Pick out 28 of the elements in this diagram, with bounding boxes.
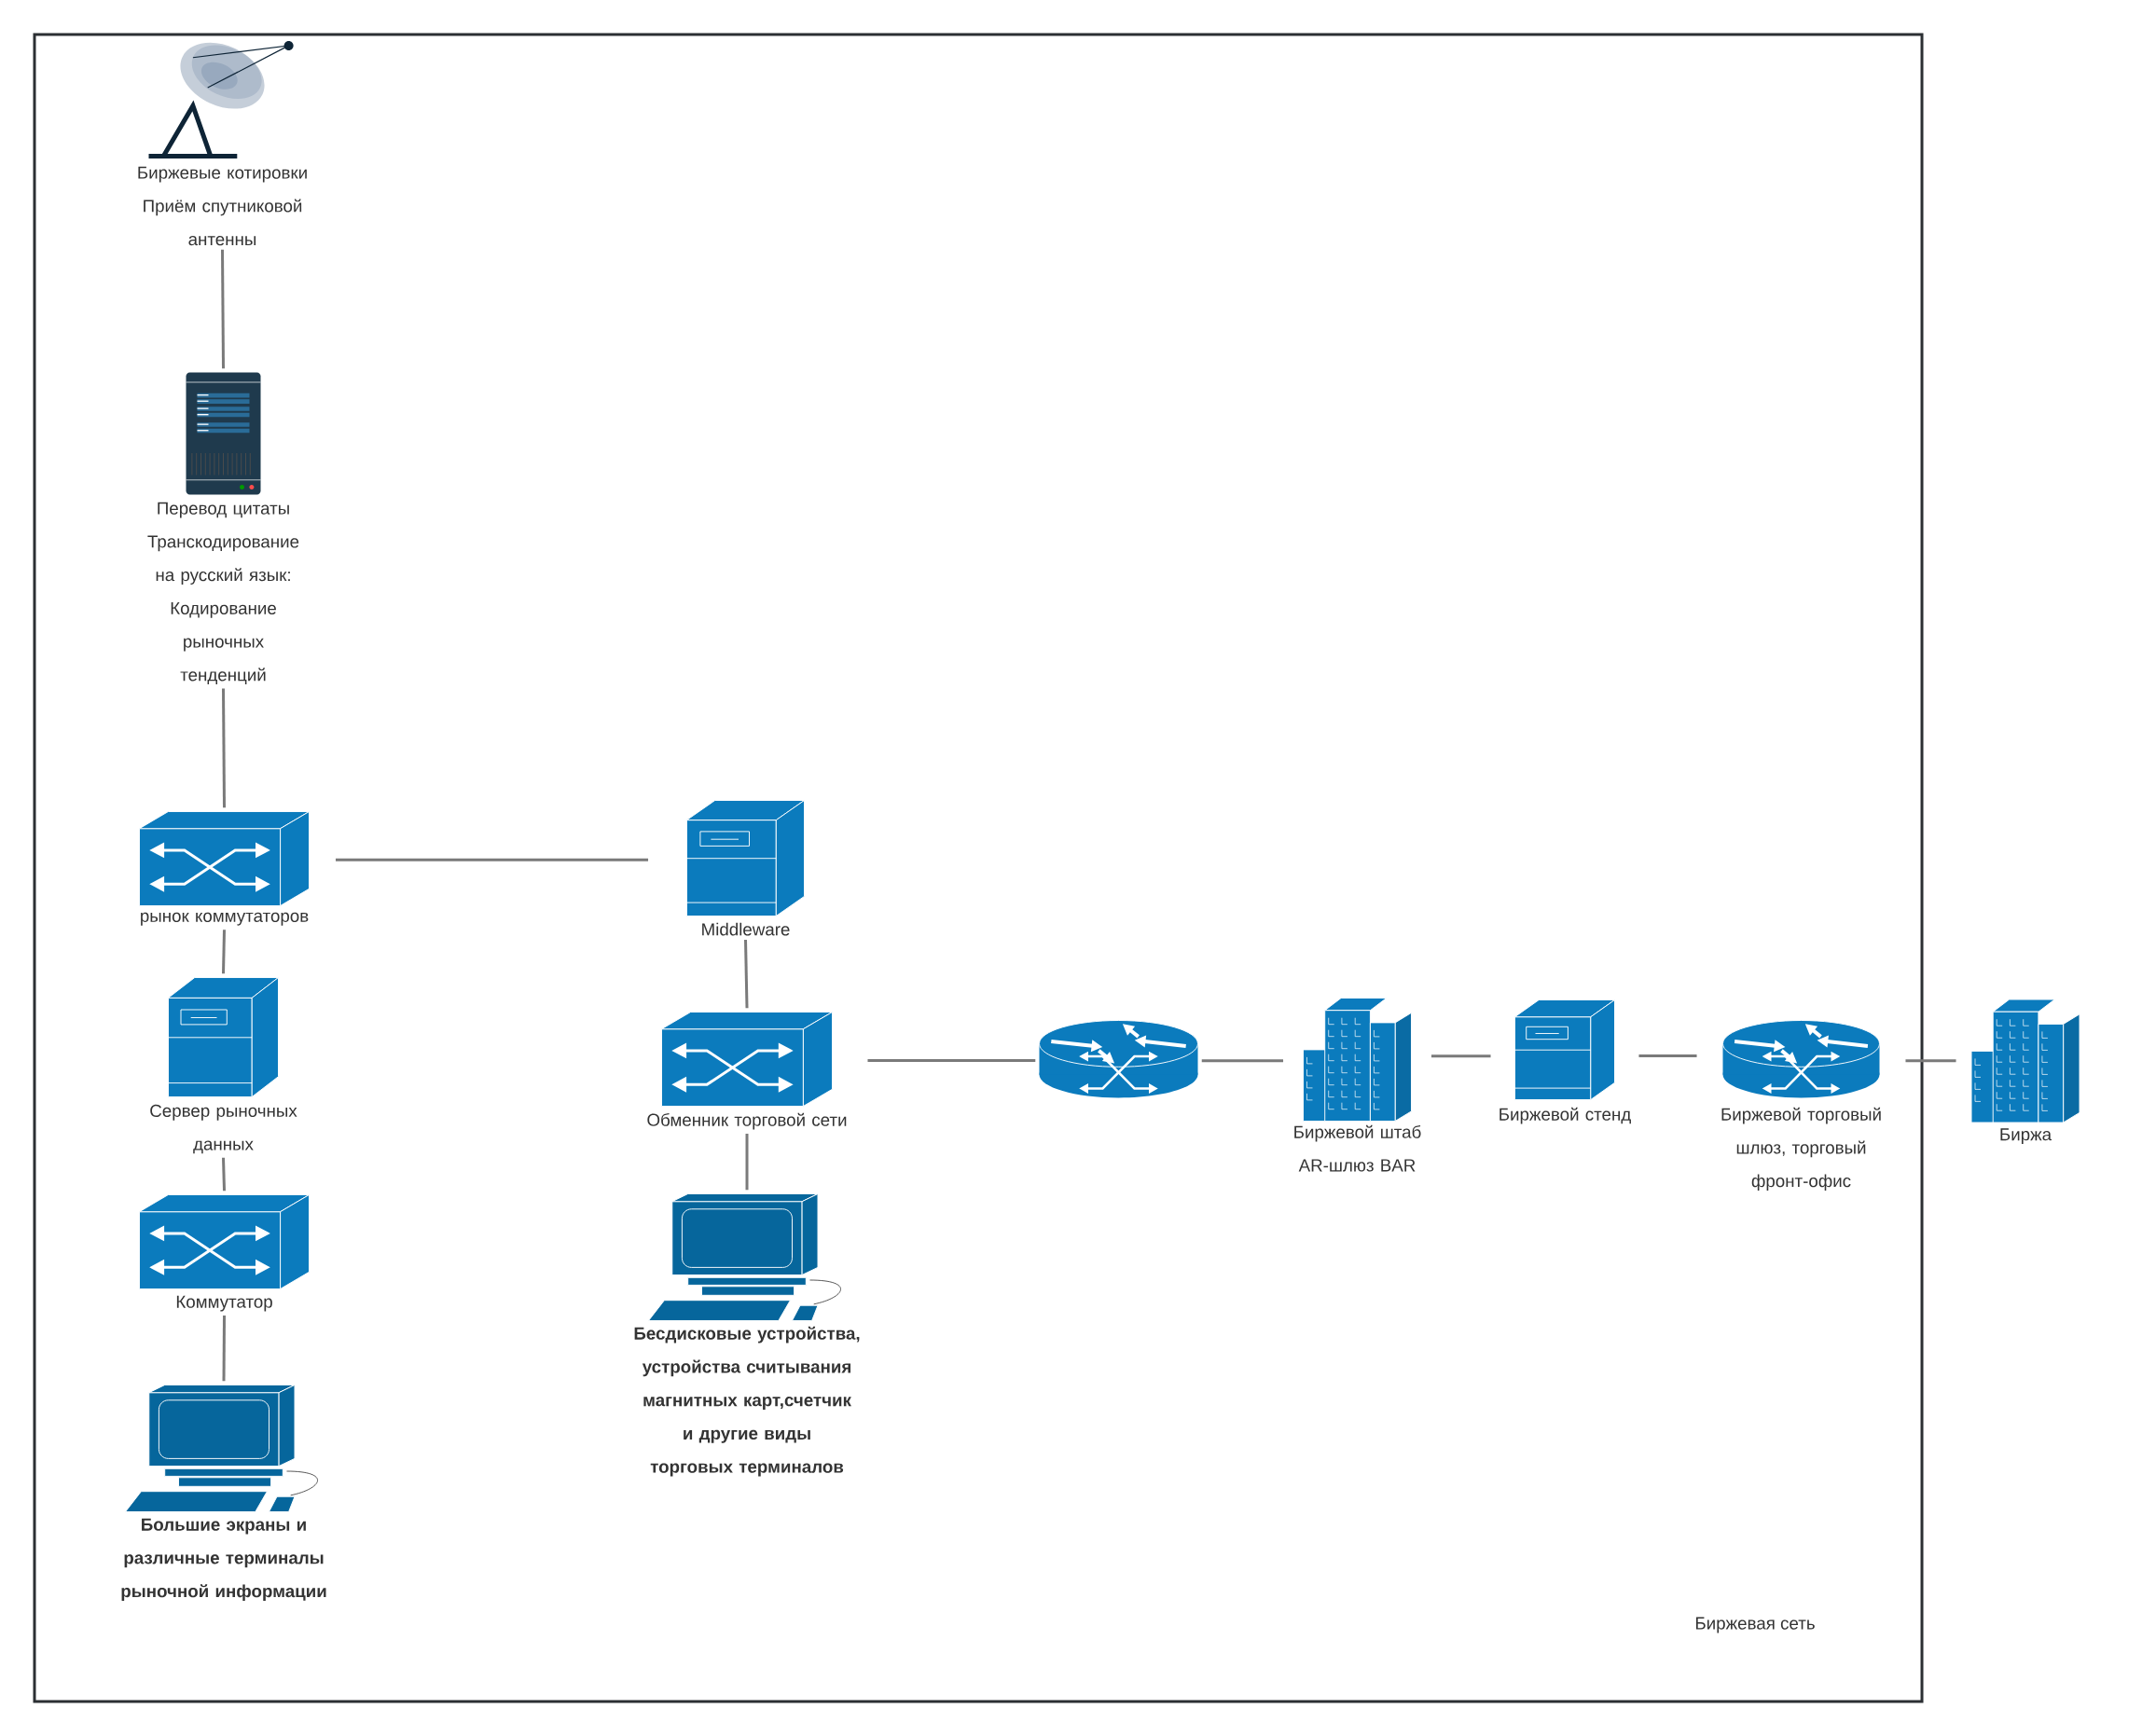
node-label: Перевод цитаты Транскодирование на русский язык: Кодирование рыночных тенденций [147,502,299,684]
connector-line [745,1134,749,1191]
connector-line [221,249,225,369]
connector-line [1431,1054,1491,1058]
connector-line [1638,1054,1697,1057]
node-label: рынок коммутаторов [141,912,309,926]
connector-line [222,688,226,808]
node-label: Биржевой штаб AR-шлюз BAR [1294,1124,1421,1172]
node-label: Биржевые котировки Приём спутниковой антенны [138,166,307,246]
node-label: Биржевой торговый шлюз, торговый фронт-офис [1721,1107,1881,1191]
node-label: Коммутатор [176,1295,272,1312]
connector-line [222,1315,226,1382]
connector-line [1905,1059,1956,1063]
node-label: Большие экраны и различные терминалы рыночной информации [121,1518,326,1601]
node-label: Биржевой стенд [1499,1107,1631,1124]
connector-line [1201,1059,1284,1063]
connector-line [744,939,749,1009]
node-label: Сервер рыночных данных [150,1104,297,1154]
node-label: Биржа [2000,1128,2052,1145]
node-label: Обменник торговой сети [647,1112,847,1130]
node-label: Бесдисковые устройства, устройства считывания магнитных карт,счетчик и другие виды торговых терминалов [634,1326,860,1477]
connector-line [336,858,649,861]
node-label: Middleware [702,922,790,936]
connector-line [867,1059,1036,1062]
connector-line [222,930,226,974]
connector-line [222,1157,226,1192]
frame-label: Биржевая сеть [1695,1617,1815,1633]
router-icon [1039,1020,1198,1098]
